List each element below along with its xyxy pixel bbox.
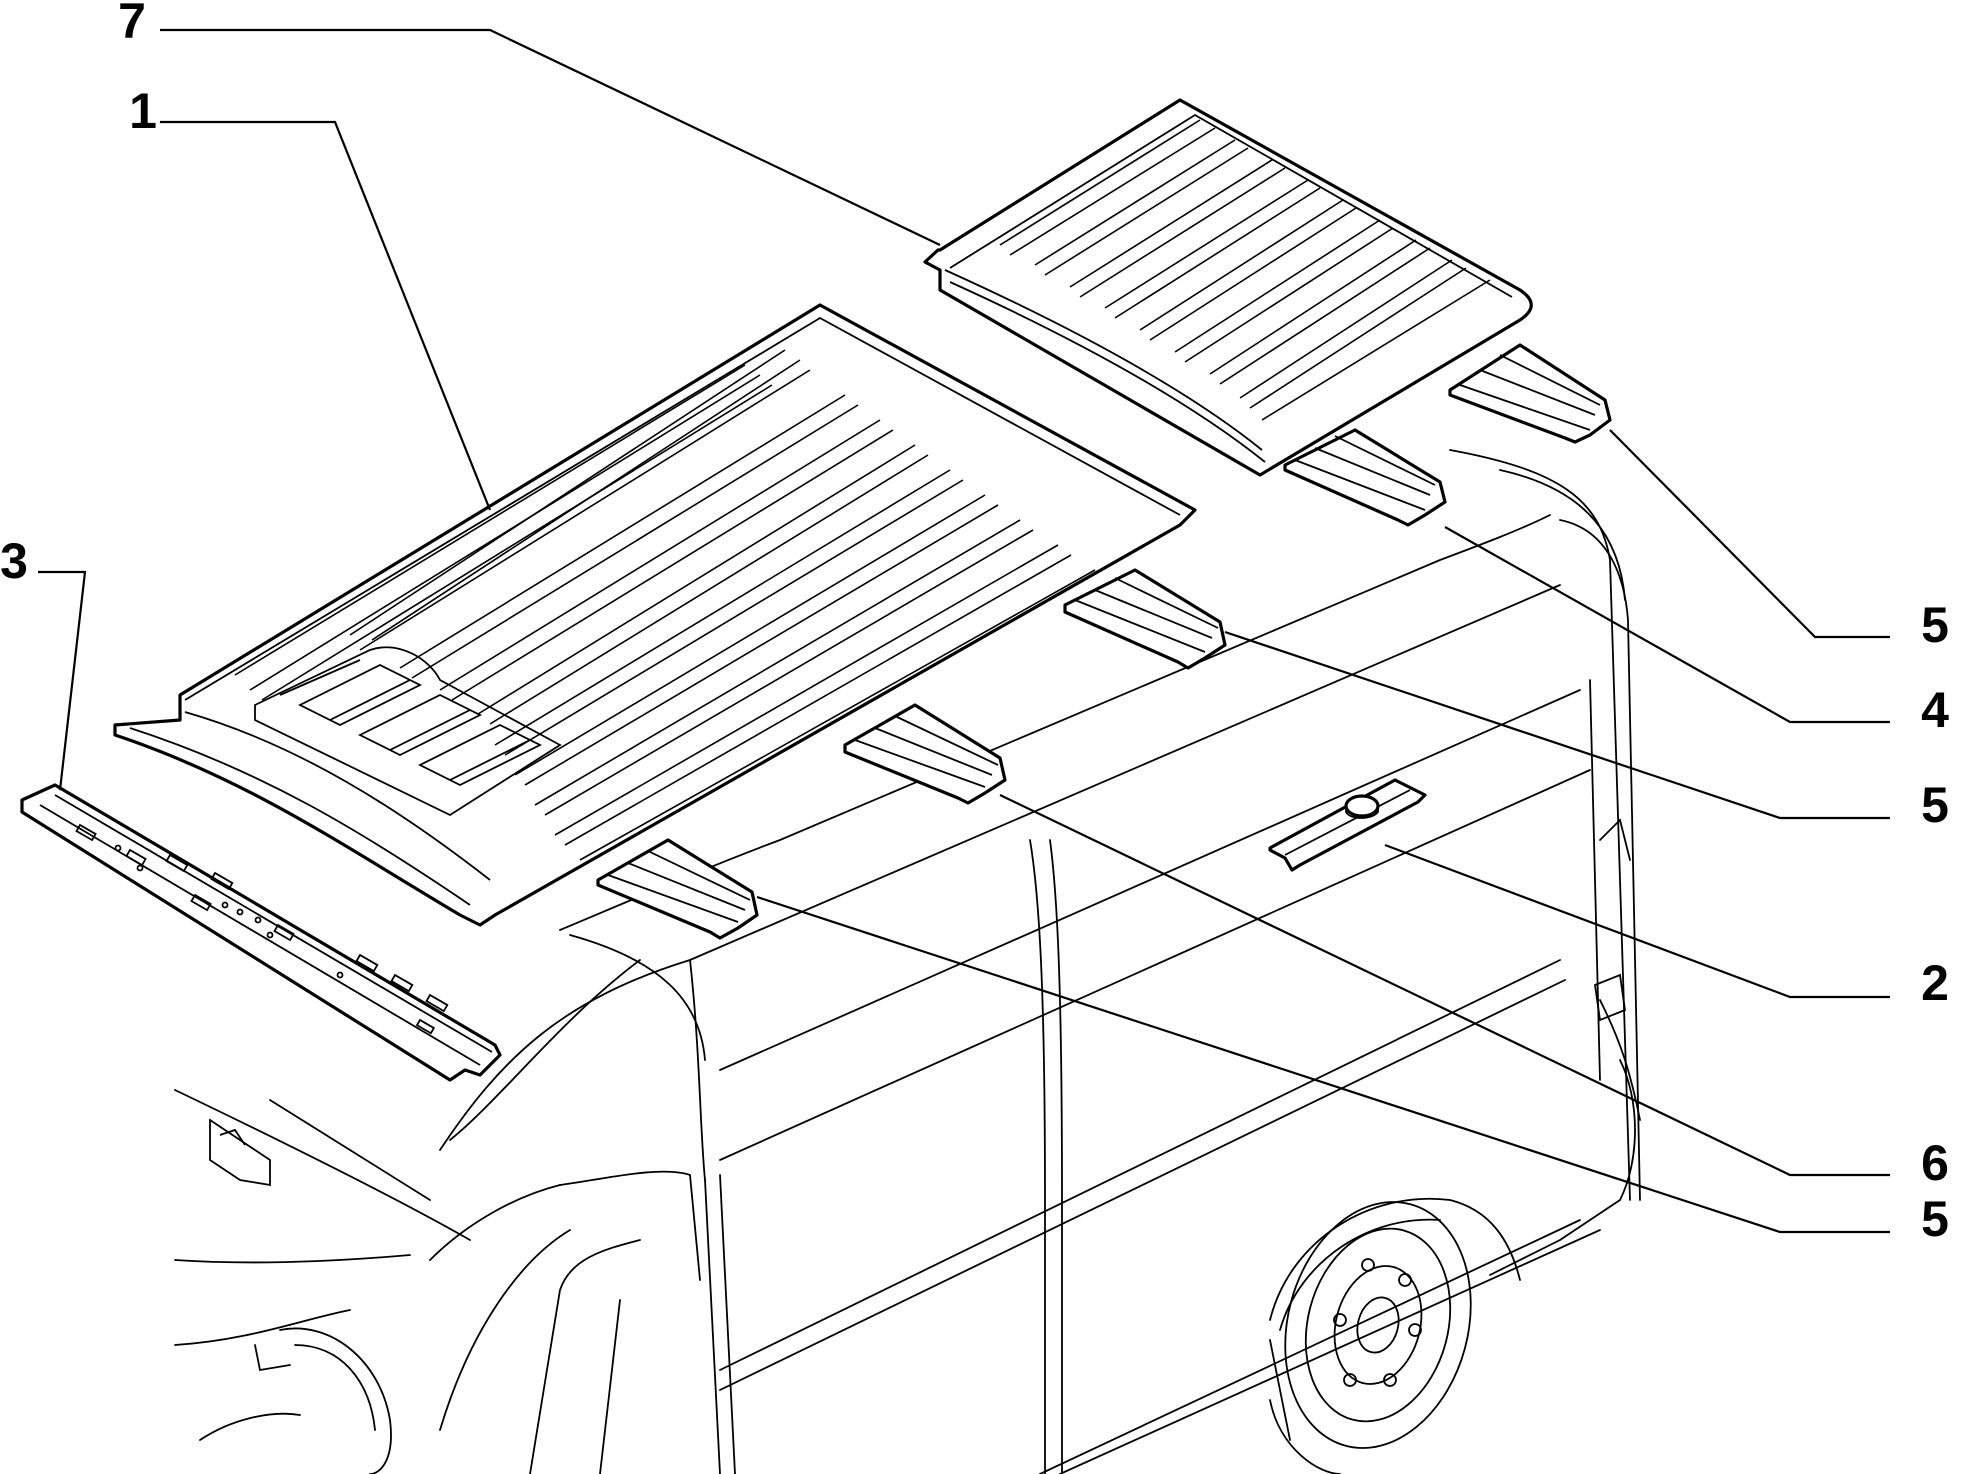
part-3-front-crossmember [20, 783, 502, 1082]
part-5-roof-bow-front [596, 838, 759, 940]
leader-3 [38, 570, 87, 791]
leader-4 [1444, 526, 1890, 724]
leader-lines [38, 28, 1890, 1234]
callout-6: 6 [1921, 1135, 1949, 1191]
part-3-holes [75, 823, 449, 1035]
part-1-stamped-pattern [254, 646, 562, 817]
callout-2: 2 [1921, 955, 1949, 1011]
part-7-rear-roof-panel [923, 98, 1533, 477]
leader-5b [1224, 630, 1890, 820]
part-5-roof-bow-rear [1448, 343, 1612, 444]
callout-5-middle: 5 [1921, 777, 1949, 833]
part-2-bracket [1268, 778, 1427, 872]
leader-5a [1609, 429, 1890, 639]
leader-6 [999, 794, 1890, 1177]
callout-3: 3 [0, 533, 28, 589]
part-1-front-roof-panel [113, 303, 1197, 927]
part-1-ribs [234, 349, 1096, 861]
callout-4: 4 [1921, 682, 1949, 738]
van-body [174, 449, 1641, 1474]
part-7-ribs [999, 119, 1491, 421]
part-4-roof-bow [1283, 428, 1447, 527]
part-5-roof-bow-middle [1063, 568, 1227, 670]
callout-5-front: 5 [1921, 1191, 1949, 1247]
leader-1 [160, 120, 492, 511]
callout-1: 1 [129, 83, 157, 139]
part-6-roof-bow [843, 703, 1007, 805]
callout-5-rear: 5 [1921, 597, 1949, 653]
leader-7 [160, 28, 941, 246]
leader-2 [1384, 843, 1890, 999]
callout-7: 7 [118, 0, 146, 49]
leader-5c [756, 895, 1890, 1234]
callout-labels: 7 1 3 5 4 5 2 6 5 [0, 0, 1949, 1247]
